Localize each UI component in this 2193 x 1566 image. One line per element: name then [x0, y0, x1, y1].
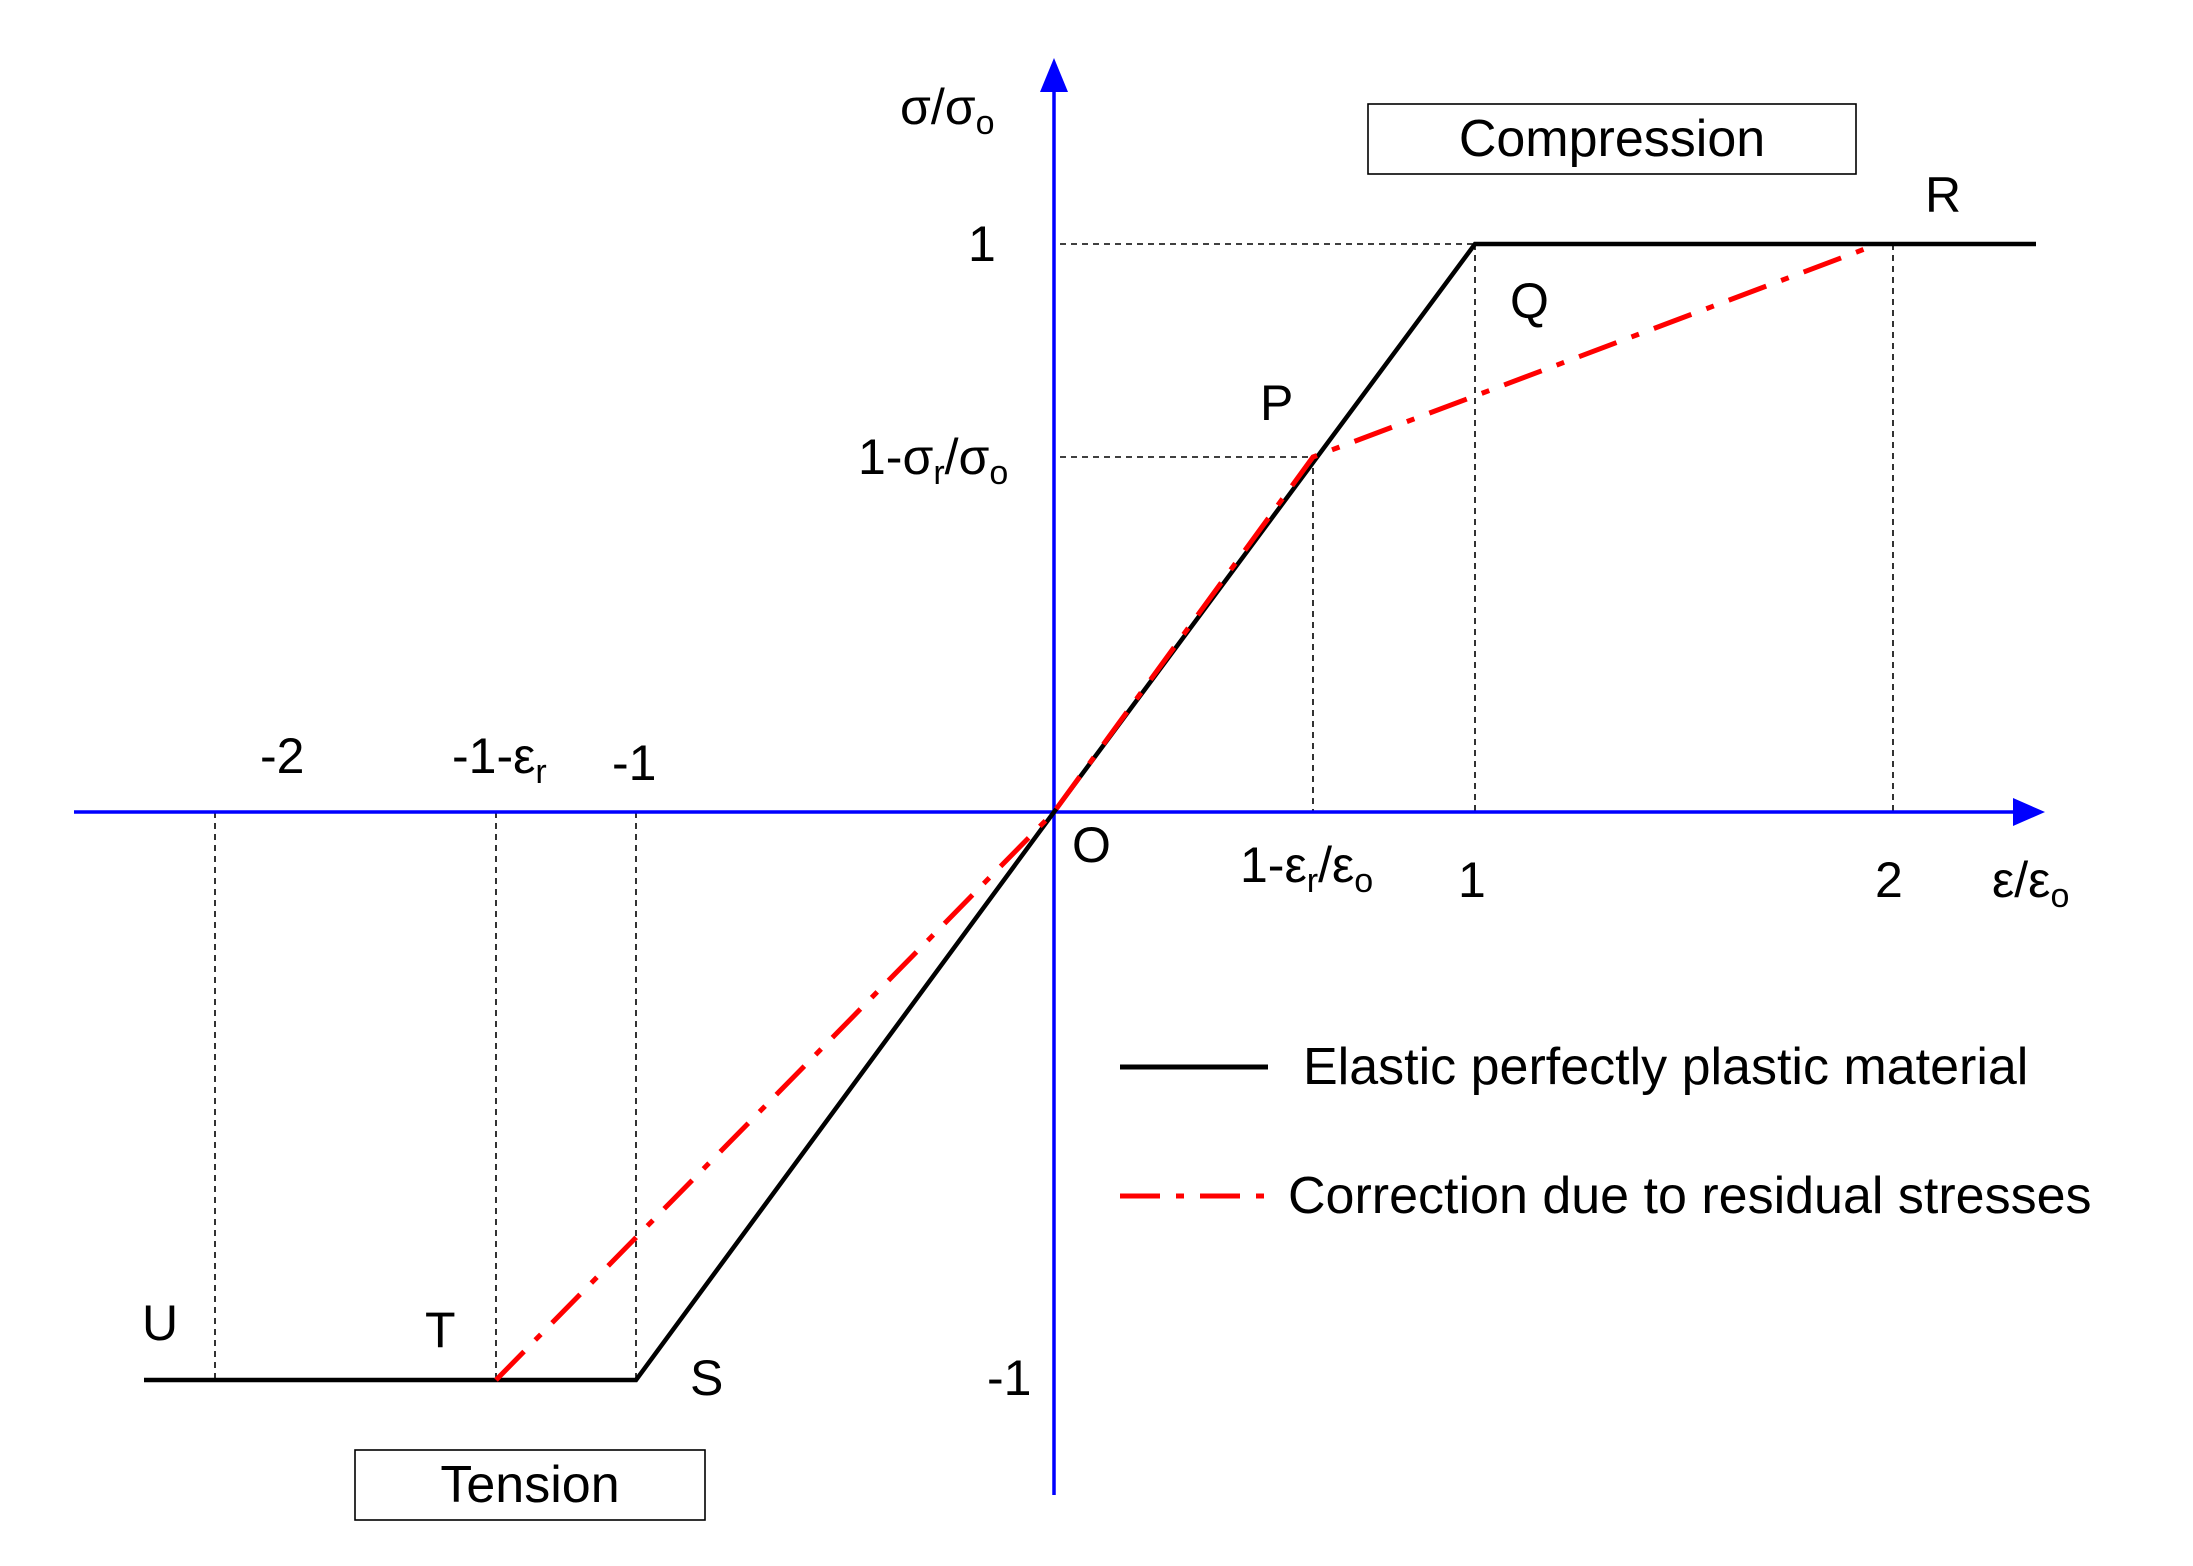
tension-label: Tension — [440, 1456, 619, 1514]
legend-solid-label: Elastic perfectly plastic material — [1303, 1038, 2028, 1096]
correction-line — [494, 241, 1879, 1382]
point-r-label: R — [1925, 167, 1961, 223]
point-u-label: U — [142, 1295, 178, 1351]
x-axis-label: ε/εo — [1992, 852, 2069, 915]
point-t-label: T — [425, 1302, 456, 1358]
x-tick-neg-one-minus-er: -1-εr — [452, 728, 547, 791]
legend-dashed-label: Correction due to residual stresses — [1288, 1167, 2092, 1225]
compression-label: Compression — [1459, 110, 1765, 168]
y-axis-label: σ/σo — [900, 79, 995, 142]
y-tick-one-minus-sr: 1-σr/σo — [858, 429, 1008, 492]
x-tick-neg-one: -1 — [612, 735, 656, 791]
guide-lines — [214, 243, 1894, 1380]
x-tick-one-minus-er: 1-εr/εo — [1240, 837, 1373, 900]
tension-box: Tension — [354, 1449, 706, 1521]
x-tick-two: 2 — [1875, 852, 1903, 908]
x-tick-one: 1 — [1458, 852, 1486, 908]
x-tick-neg-two: -2 — [260, 728, 304, 784]
point-s-label: S — [690, 1350, 723, 1406]
x-axis-arrowhead — [2013, 798, 2045, 826]
y-tick-one: 1 — [968, 216, 996, 272]
x-axis — [74, 798, 2045, 826]
elastic-plastic-line — [144, 241, 2036, 1383]
point-q-label: Q — [1510, 273, 1549, 329]
y-axis — [1040, 58, 1068, 1495]
y-tick-neg-one: -1 — [987, 1350, 1031, 1406]
y-axis-arrowhead — [1040, 58, 1068, 92]
legend: Elastic perfectly plastic material Corre… — [1120, 1038, 2092, 1225]
compression-box: Compression — [1367, 103, 1857, 175]
point-o-label: O — [1072, 817, 1111, 873]
point-p-label: P — [1260, 375, 1293, 431]
